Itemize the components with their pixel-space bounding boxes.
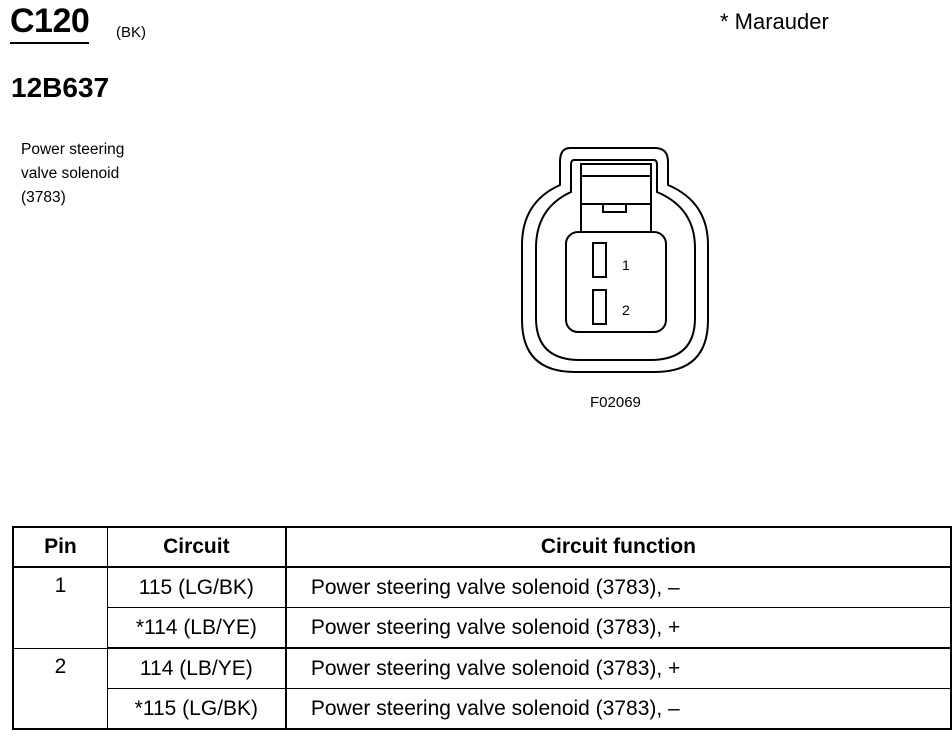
function-cell: Power steering valve solenoid (3783), + <box>285 607 952 649</box>
pinout-table: Pin Circuit Circuit function 1 115 (LG/B… <box>12 526 952 730</box>
table-header-row: Pin Circuit Circuit function <box>12 526 952 568</box>
connector-color-code: (BK) <box>116 24 146 41</box>
connector-face-diagram: 1 2 <box>521 147 709 373</box>
function-cell: Power steering valve solenoid (3783), + <box>285 647 952 689</box>
latch-notch <box>602 204 627 213</box>
pin-cell: 2 <box>12 647 108 730</box>
part-number: 12B637 <box>11 72 110 103</box>
figure-code: F02069 <box>590 394 641 411</box>
circuit-cell: 114 (LB/YE) <box>106 647 287 689</box>
circuit-cell: *115 (LG/BK) <box>106 688 287 730</box>
header-circuit: Circuit <box>106 526 287 568</box>
housing-outer <box>521 147 709 373</box>
component-description: Power steering valve solenoid (3783) <box>21 138 124 210</box>
header-pin: Pin <box>12 526 108 568</box>
table-row: *114 (LB/YE) Power steering valve soleno… <box>13 607 952 649</box>
component-line: Power steering <box>21 141 125 158</box>
latch <box>580 163 652 177</box>
terminal-1 <box>592 242 607 278</box>
terminal-block <box>565 231 667 333</box>
table-row: 2 114 (LB/YE) Power steering valve solen… <box>12 647 952 730</box>
circuit-cell: *114 (LB/YE) <box>106 607 287 649</box>
function-cell: Power steering valve solenoid (3783), – <box>285 566 952 608</box>
housing-inner <box>535 159 696 361</box>
circuit-cell: 115 (LG/BK) <box>106 566 287 608</box>
pin-label-1: 1 <box>622 257 630 273</box>
function-cell: Power steering valve solenoid (3783), – <box>285 688 952 730</box>
connector-id: C120 <box>10 2 90 44</box>
pin-cell: 1 <box>12 566 108 649</box>
header-circuit-function: Circuit function <box>285 526 952 568</box>
table-row: *115 (LG/BK) Power steering valve soleno… <box>13 688 952 730</box>
pin-label-2: 2 <box>622 302 630 318</box>
terminal-2 <box>592 289 607 325</box>
variant-note: * Marauder <box>720 9 829 34</box>
component-line: valve solenoid <box>21 165 120 182</box>
component-line: (3783) <box>21 189 66 206</box>
table-row: 1 115 (LG/BK) Power steering valve solen… <box>12 566 952 649</box>
